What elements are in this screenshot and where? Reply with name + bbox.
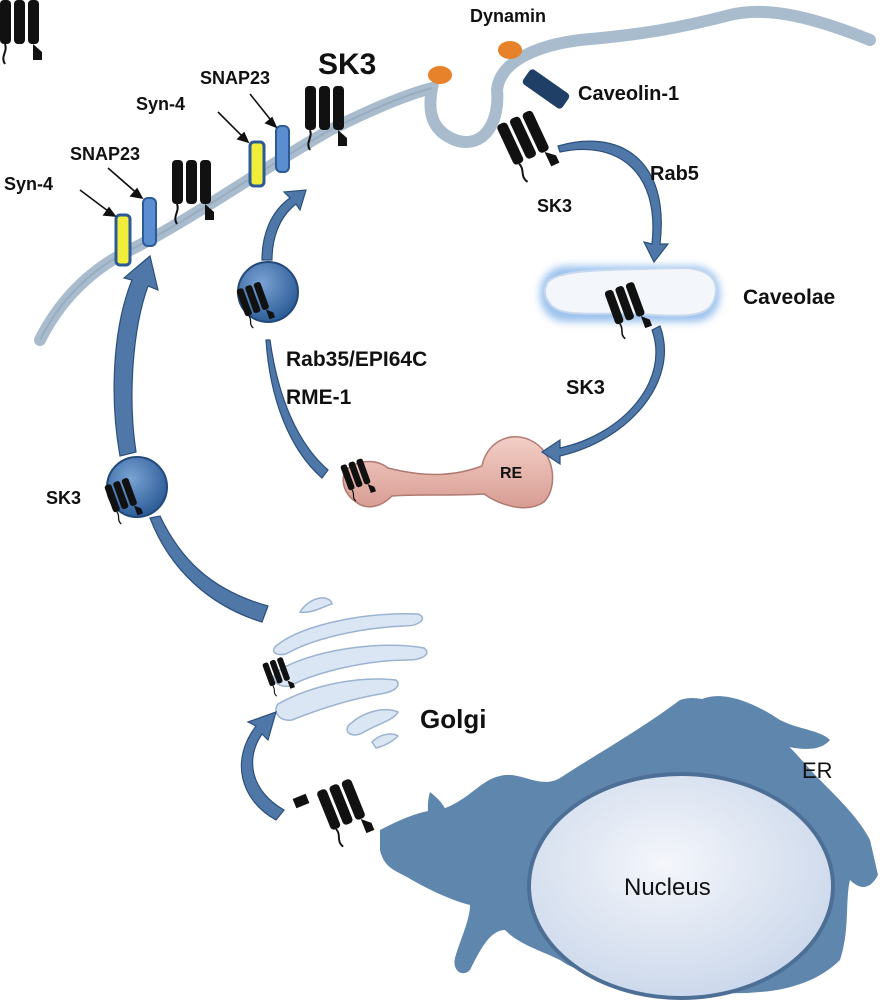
nucleus (527, 772, 835, 1000)
label-caveolae: Caveolae (743, 286, 835, 309)
golgi-apparatus (272, 597, 428, 749)
label-sk3-recycling: SK3 (566, 377, 605, 399)
sk3-channel-er-fragment (292, 793, 310, 809)
label-syn4-lower: Syn-4 (4, 174, 53, 194)
caveolin-1 (522, 69, 570, 109)
label-rab35: Rab35/EPI64C (286, 348, 427, 371)
dynamin-left (428, 66, 452, 84)
label-syn4-upper: Syn-4 (136, 94, 185, 114)
label-re: RE (500, 465, 523, 482)
label-sk3-caveolin: SK3 (537, 196, 572, 216)
label-snap23-upper: SNAP23 (200, 68, 270, 88)
syn4-upper (248, 140, 266, 188)
label-er: ER (802, 758, 833, 783)
sk3-channel-caveolin (495, 107, 563, 186)
recycling-endosome (342, 435, 554, 509)
label-snap23-lower: SNAP23 (70, 144, 140, 164)
snap23-upper (275, 125, 290, 173)
label-caveolin: Caveolin-1 (578, 83, 679, 105)
label-rab5: Rab5 (650, 163, 699, 185)
sk3-channel-er (315, 776, 377, 850)
plasma-membrane-edge (39, 87, 433, 341)
label-sk3-vesicle: SK3 (46, 488, 81, 508)
dynamin-right (498, 41, 522, 59)
er-branch-upper (700, 696, 830, 749)
er-branch-lower (427, 792, 480, 859)
syn4-lower (114, 213, 132, 267)
trafficking-arrows (113, 140, 670, 821)
label-nucleus: Nucleus (624, 874, 711, 901)
label-dynamin: Dynamin (470, 6, 546, 26)
label-sk3-title: SK3 (318, 48, 376, 81)
label-golgi: Golgi (420, 704, 486, 734)
label-pointers (79, 93, 278, 217)
label-rme1: RME-1 (286, 386, 352, 409)
snap23-lower (142, 197, 157, 247)
sk3-channel-template (0, 0, 42, 65)
